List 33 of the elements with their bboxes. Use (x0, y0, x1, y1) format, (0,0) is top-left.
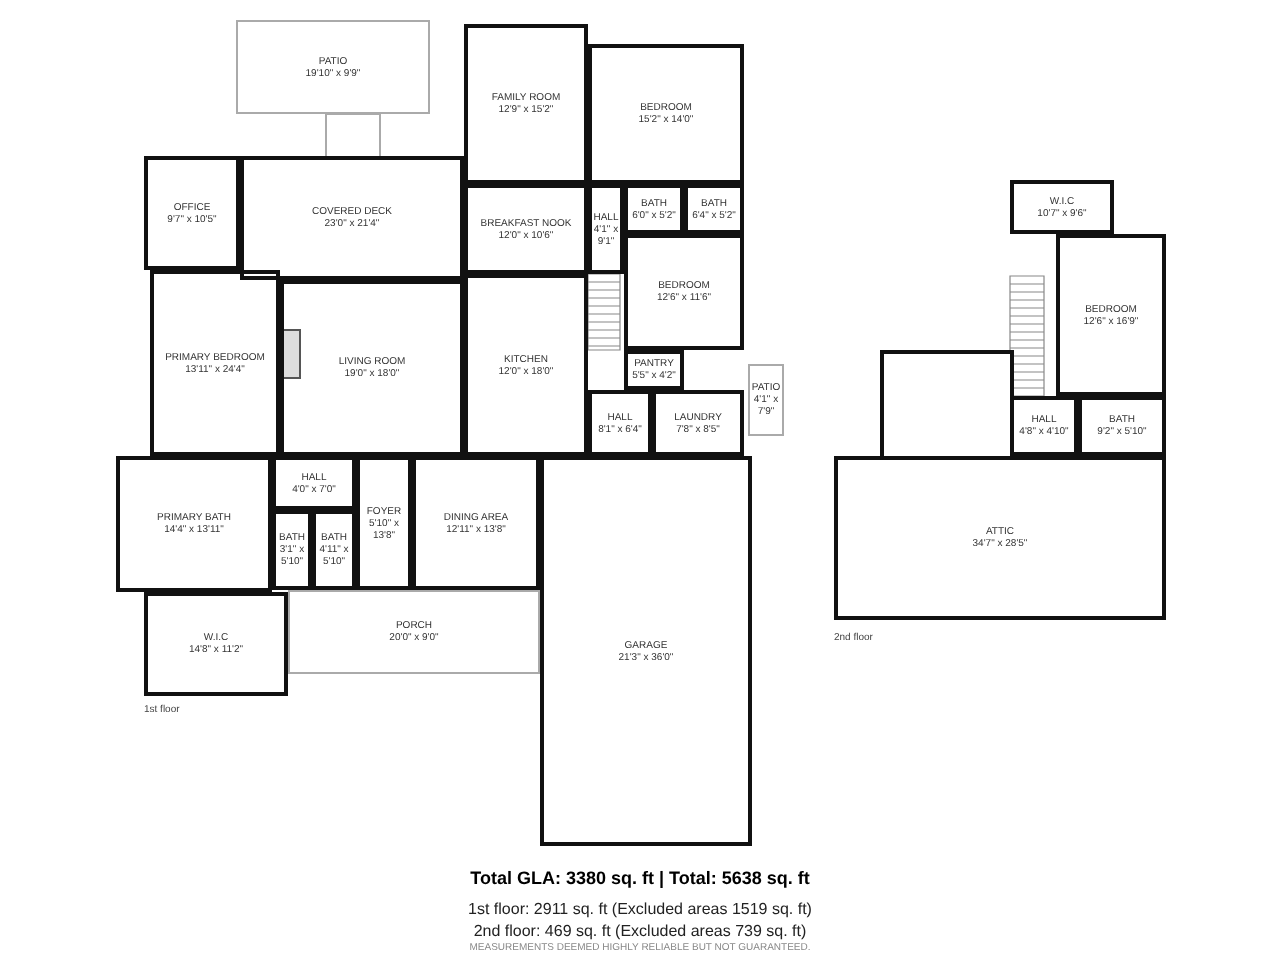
room (652, 390, 744, 456)
room (1056, 234, 1166, 396)
room (356, 456, 412, 590)
room (240, 156, 464, 280)
room (464, 274, 588, 456)
room (280, 280, 464, 456)
room (144, 156, 240, 270)
room (464, 24, 588, 184)
room (748, 364, 784, 436)
room (684, 184, 744, 234)
room (150, 270, 280, 456)
room (236, 20, 430, 114)
room (540, 456, 752, 846)
room (624, 350, 684, 390)
room (144, 592, 288, 696)
room (312, 510, 356, 590)
area-total: Total GLA: 3380 sq. ft | Total: 5638 sq. ft (470, 868, 810, 888)
room (624, 234, 744, 350)
room (464, 184, 588, 274)
area-summary: 1st floor: 2911 sq. ft (Excluded areas 1519 sq. ft) (468, 900, 812, 918)
room (834, 456, 1166, 620)
area-summary: 2nd floor: 469 sq. ft (Excluded areas 739 sq. ft) (473, 922, 807, 940)
room (1078, 396, 1166, 456)
room (412, 456, 540, 590)
room (624, 184, 684, 234)
room (288, 590, 540, 674)
room (272, 456, 356, 510)
room (116, 456, 272, 592)
room (588, 390, 652, 456)
room (588, 184, 624, 274)
room (1010, 180, 1114, 234)
room (272, 510, 312, 590)
room (588, 44, 744, 184)
